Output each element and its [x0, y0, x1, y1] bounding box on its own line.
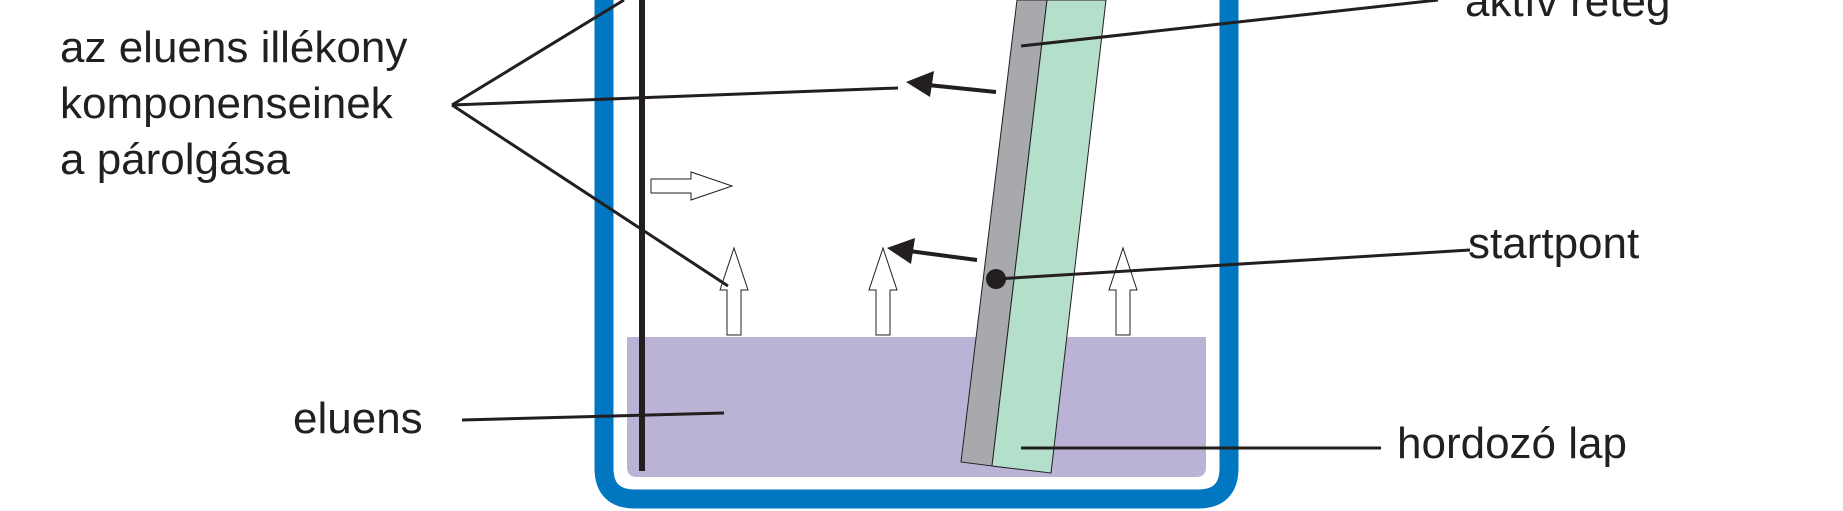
evaporation-arrow [719, 246, 749, 336]
evaporation-label-line-2: komponenseinek [60, 79, 394, 128]
evaporation-arrow [868, 246, 898, 336]
evaporation-label-line-1: az eluens illékony [60, 23, 407, 72]
support-plate-label: hordozó lap [1397, 419, 1627, 468]
evaporation-label-line-3: a párolgása [60, 135, 290, 184]
support-plate-strip [991, 0, 1107, 474]
tank-wall [594, 0, 1239, 509]
evaporation-leader-lines [451, 0, 899, 288]
eluent-liquid [627, 337, 1206, 477]
evaporation-arrow [1108, 246, 1138, 336]
eluent-leader [461, 411, 725, 422]
start-point-label: startpont [1468, 219, 1639, 268]
active-layer-leader [1020, 0, 1439, 48]
plate-evaporation-arrow-upper [906, 71, 997, 97]
active-layer-label: aktív réteg [1465, 0, 1670, 26]
horizontal-hollow-arrow [650, 171, 734, 201]
eluent-label: eluens [293, 394, 423, 443]
start-point-leader [995, 248, 1471, 281]
tank-rod [639, 0, 645, 471]
plate-evaporation-arrow-lower [887, 238, 978, 264]
